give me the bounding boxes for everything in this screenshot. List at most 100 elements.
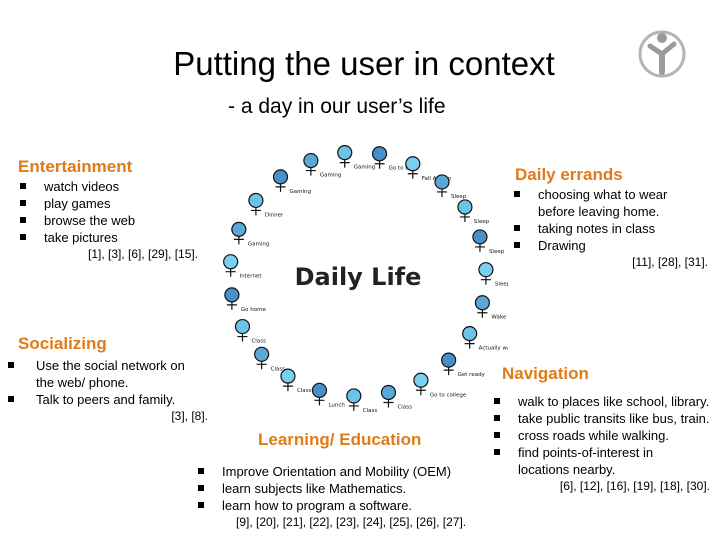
figure-body-icon [250,207,261,216]
figure-head-icon [405,156,421,172]
activity-label: Actually wake up [479,346,508,352]
activity-label: Sleep [451,194,467,200]
figure-head-icon [380,384,397,401]
figure-body-icon [305,167,316,176]
bullet-icon [8,396,14,402]
list-item: find points-of-interest in locations nea… [492,444,668,478]
activity-figure: Class [234,318,266,345]
figure-head-icon [254,346,270,362]
figure-body-icon [464,340,475,349]
entertainment-section: Entertainment watch videos play games br… [18,157,218,262]
figure-body-icon [374,160,385,169]
activity-label: Dinner [265,212,284,218]
list-item: learn how to program a software. [196,497,516,514]
activity-figure: Go to college [413,372,467,398]
figure-body-icon [256,361,267,370]
bullet-icon [494,449,500,455]
figure-body-icon [314,397,325,406]
activity-figure: Gaming [303,152,341,179]
socializing-refs: [3], [8]. [171,409,208,423]
entertainment-refs: [1], [3], [6], [29], [15]. [88,247,199,261]
list-item: cross roads while walking. [492,427,717,444]
figure-body-icon [474,243,485,252]
activity-figure: Internet [223,254,263,280]
figure-body-icon [480,276,491,285]
figure-head-icon [223,254,239,270]
list-item: Improve Orientation and Mobility (OEM) [196,463,516,480]
activity-figure: Dinner [248,192,284,218]
figure-body-icon [275,183,286,192]
list-item: taking notes in class [512,220,682,237]
list-item: Drawing [512,237,682,254]
activity-figure: Class [280,368,312,394]
bullet-icon [514,225,520,231]
list-item: browse the web [18,212,218,229]
learning-refs: [9], [20], [21], [22], [23], [24], [25],… [236,515,467,529]
list-item: watch videos [18,178,218,195]
activity-figure: Get ready [441,352,486,378]
figure-head-icon [303,152,319,169]
figure-body-icon [233,236,244,245]
activity-figure: Gaming [337,145,375,171]
bullet-icon [514,242,520,248]
activity-label: Go to bed [389,166,416,172]
slide-subtitle: - a day in our user’s life [228,95,446,118]
bullet-icon [494,415,500,421]
activity-figure: Sleep [478,262,508,288]
activity-label: Gaming [290,189,312,195]
figure-head-icon [311,382,328,398]
activity-label: Go home [241,307,267,313]
activity-figure: Gaming [231,221,269,247]
activity-figure: Class [346,388,378,414]
learning-heading: Learning/ Education [258,430,422,449]
activity-label: Class [297,388,312,394]
figure-body-icon [443,367,454,376]
figure-head-icon [413,372,429,388]
activity-figure: Gaming [272,169,312,195]
figure-head-icon [441,352,457,368]
bullet-icon [198,502,204,508]
figure-head-icon [474,295,491,311]
entertainment-list: watch videos play games browse the web t… [18,178,218,246]
figure-head-icon [272,169,289,185]
figure-head-icon [248,192,264,209]
socializing-heading: Socializing [18,334,107,353]
list-item: play games [18,195,218,212]
figure-head-icon [457,199,473,215]
activity-figure: Class [254,346,285,372]
figure-head-icon [472,229,488,245]
figure-head-icon [346,388,362,404]
figure-head-icon [224,287,240,303]
figure-body-icon [459,213,470,222]
activity-figure: Actually wake up [462,326,508,352]
activity-label: Internet [240,274,263,280]
entertainment-heading: Entertainment [18,157,133,176]
activity-label: Class [397,404,412,410]
list-item: walk to places like school, library. [492,393,717,410]
activity-label: Wake up [491,315,508,321]
activity-figure: Sleep [434,174,467,200]
activity-label: Class [363,408,378,414]
figure-head-icon [478,262,494,278]
socializing-section: Socializing Use the social network on th… [8,334,210,424]
bullet-icon [20,200,26,206]
figure-body-icon [226,301,237,310]
bullet-icon [494,432,500,438]
slide-title: Putting the user in context [173,45,555,82]
figure-head-icon [337,145,353,161]
activity-figure: Wake up [474,295,508,321]
list-item: Talk to peers and family. [8,391,185,408]
figure-head-icon [462,326,478,342]
logo-icon [638,30,686,78]
navigation-refs: [6], [12], [16], [19], [18], [30]. [559,479,710,493]
bullet-icon [8,362,14,368]
learning-section: Improve Orientation and Mobility (OEM) l… [196,463,516,530]
navigation-heading: Navigation [502,364,589,383]
figure-body-icon [383,399,394,408]
bullet-icon [20,234,26,240]
errands-refs: [11], [28], [31]. [632,255,708,269]
learning-list: Improve Orientation and Mobility (OEM) l… [196,463,516,514]
list-item: take public transits like bus, train. [492,410,717,427]
bullet-icon [198,485,204,491]
